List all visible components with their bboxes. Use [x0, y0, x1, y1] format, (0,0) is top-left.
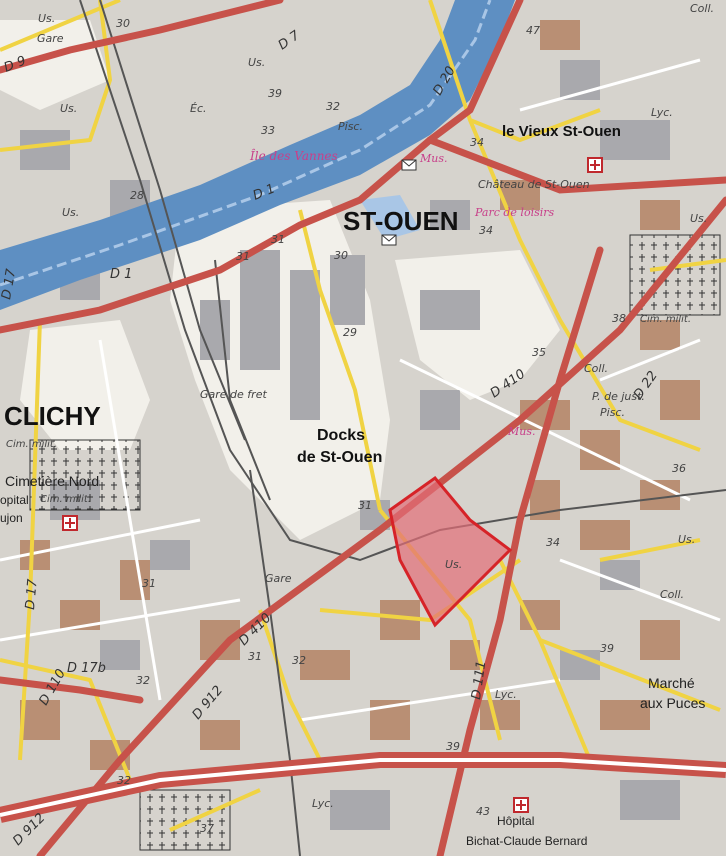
place-vieux-st-ouen: le Vieux St-Ouen: [502, 123, 621, 140]
road-d111: D 111: [469, 660, 489, 701]
elev-37: 37: [200, 822, 214, 835]
elev-29: 29: [343, 326, 357, 339]
elev-34b: 34: [479, 224, 493, 237]
road-d17: D 17: [0, 267, 19, 301]
label-parc: Parc de loisirs: [474, 206, 555, 219]
elev-32b: 32: [292, 654, 306, 667]
hospital-icon: [62, 515, 78, 531]
road-d17-left: D 17: [23, 578, 41, 611]
label-us-6: Us.: [678, 533, 695, 546]
place-marche-line1: Marché: [648, 675, 695, 691]
dock-basin: [360, 195, 420, 240]
label-bichat: Bichat-Claude Bernard: [466, 834, 587, 848]
label-lyc-2: Lyc.: [495, 688, 517, 701]
elev-31a: 31: [271, 233, 285, 246]
elev-30: 30: [116, 17, 130, 30]
elev-31d: 31: [248, 650, 262, 663]
elev-30b: 30: [334, 249, 348, 262]
label-ile-des-vannes: Île des Vannes: [249, 148, 338, 163]
seine-river: [0, 0, 515, 310]
elev-28: 28: [130, 189, 144, 202]
label-chateau: Château de St-Ouen: [478, 178, 590, 191]
elev-38: 38: [612, 312, 626, 325]
road-d1-a: D 1: [110, 267, 132, 282]
label-coll-1: Coll.: [584, 362, 608, 375]
hospital-icon: [587, 157, 603, 173]
label-cim-milit-1: Cim. milit.: [640, 314, 691, 325]
elev-34a: 34: [470, 136, 484, 149]
label-us-5: Us.: [690, 212, 707, 225]
post-office-icon: [381, 234, 397, 246]
place-st-ouen: ST-OUEN: [343, 206, 459, 236]
label-gare-de-fret: Gare de fret: [200, 388, 267, 401]
label-p-de-just: P. de just.: [592, 390, 645, 403]
hospital-icon: [513, 797, 529, 813]
label-us-4: Us.: [62, 206, 79, 219]
elev-39c: 39: [446, 740, 460, 753]
seine-channel: [0, 0, 492, 287]
road-d17b: D 17b: [67, 661, 106, 676]
elev-31e: 31: [142, 577, 156, 590]
label-hopital-left-2: ujon: [0, 511, 23, 525]
label-lyc-1: Lyc.: [651, 106, 673, 119]
elev-43: 43: [476, 805, 490, 818]
cemetery-sw: [139, 789, 231, 851]
elev-31b: 31: [236, 250, 250, 263]
minor-roads: [0, 58, 721, 722]
place-marche-line2: aux Puces: [640, 695, 705, 711]
label-pisc-1: Pisc.: [338, 120, 363, 133]
label-pisc-2: Pisc.: [600, 406, 625, 419]
label-us-1: Us.: [38, 12, 55, 25]
elev-31c: 31: [358, 499, 372, 512]
highlighted-zone-outline: [388, 475, 513, 628]
peripherique: [0, 752, 726, 823]
label-gare-mid: Gare: [265, 572, 292, 585]
elev-33: 33: [261, 124, 275, 137]
label-coll-2: Coll.: [660, 588, 684, 601]
label-coll-3: Coll.: [690, 2, 714, 15]
elev-32d: 32: [117, 774, 131, 787]
label-ec: Éc.: [190, 102, 207, 115]
label-us-2: Us.: [60, 102, 77, 115]
elev-32c: 32: [136, 674, 150, 687]
label-lyc-3: Lyc.: [312, 797, 334, 810]
highlighted-zone[interactable]: [390, 478, 510, 625]
label-gare-top: Gare: [37, 32, 64, 45]
elev-39b: 39: [600, 642, 614, 655]
place-docks-line2: de St-Ouen: [297, 449, 382, 466]
label-hopital-left-1: opital: [0, 493, 29, 507]
post-office-icon: [401, 159, 417, 171]
label-cim-milit-2: Cim. milit.: [6, 439, 57, 450]
label-us-3: Us.: [248, 56, 265, 69]
place-clichy: CLICHY: [4, 401, 101, 431]
label-us-zone: Us.: [445, 558, 462, 571]
label-hopital-right: Hôpital: [497, 814, 534, 828]
elev-32a: 32: [326, 100, 340, 113]
place-docks-line1: Docks: [317, 427, 365, 444]
elev-47: 47: [526, 24, 540, 37]
label-cim-milit-3: Cim. milit.: [40, 494, 91, 505]
label-mus-1: Mus.: [419, 152, 448, 165]
elev-34c: 34: [546, 536, 560, 549]
elev-36: 36: [672, 462, 686, 475]
label-cimetiere-nord: Cimetière Nord: [5, 473, 99, 489]
elev-35: 35: [532, 346, 546, 359]
label-mus-2: Mus.: [507, 425, 536, 438]
elev-39a: 39: [268, 87, 282, 100]
